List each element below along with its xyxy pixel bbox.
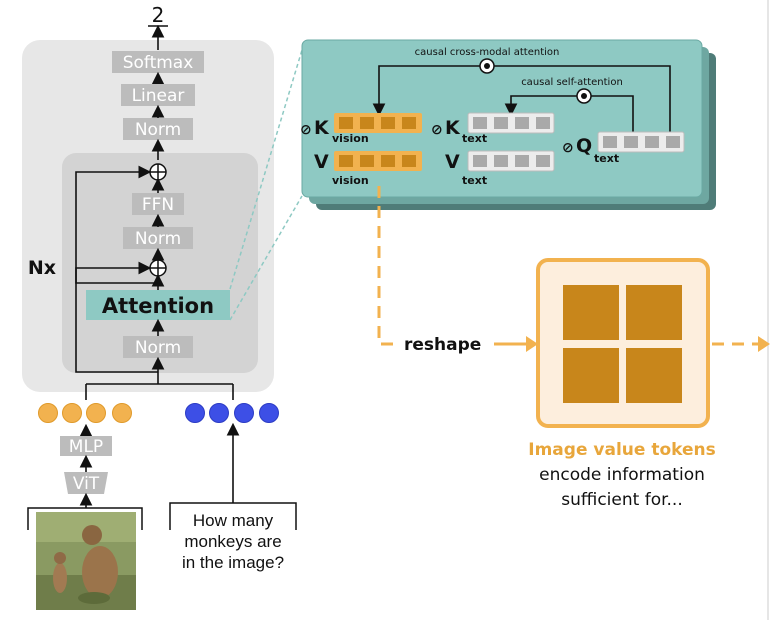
text-token xyxy=(209,403,229,423)
q-text-tokens xyxy=(597,131,685,153)
k-vision-label: K xyxy=(314,117,330,139)
k-vision-tokens xyxy=(334,113,422,133)
mlp-block xyxy=(60,436,112,456)
residual-connection-ffn xyxy=(75,165,158,284)
caption-line-2: sufficient for... xyxy=(561,490,682,510)
k-vision-sub: vision xyxy=(332,132,369,145)
self-attention-path xyxy=(504,95,634,132)
v-vision-sub: vision xyxy=(332,174,369,187)
cross-modal-attention-path xyxy=(372,65,671,132)
norm-top-label: Norm xyxy=(135,120,181,140)
q-text-sub: text xyxy=(594,152,619,165)
vision-token xyxy=(86,403,106,423)
question-line-1: How many xyxy=(193,511,274,530)
value-flow-path xyxy=(377,186,398,346)
reshape-label: reshape xyxy=(404,335,481,355)
monkey-photo xyxy=(36,512,136,610)
q-text-label: Q xyxy=(576,135,592,157)
softmax-label: Softmax xyxy=(123,53,194,73)
question-text: How many monkeys are in the image? xyxy=(182,511,284,572)
text-token xyxy=(234,403,254,423)
mlp-label: MLP xyxy=(69,437,103,457)
caption-title: Image value tokens xyxy=(528,440,715,460)
v-vision-tokens xyxy=(334,151,422,171)
vision-token xyxy=(38,403,58,423)
norm-top-block xyxy=(123,118,193,140)
output-label: 2 xyxy=(152,3,165,27)
k-text-sub: text xyxy=(462,132,487,145)
norm-bottom-label: Norm xyxy=(135,338,181,358)
image-value-token-grid xyxy=(563,285,682,403)
attention-label: Attention xyxy=(102,294,214,318)
stop-gradient-icon: ⊘ xyxy=(300,122,312,138)
caption-line-1: encode information xyxy=(539,465,705,485)
text-token xyxy=(185,403,205,423)
question-line-2: monkeys are xyxy=(184,532,281,551)
linear-block xyxy=(121,84,195,106)
softmax-block xyxy=(112,51,204,73)
stop-gradient-icon: ⊘ xyxy=(562,140,574,156)
attention-block xyxy=(86,290,230,320)
stop-gradient-icon: ⊘ xyxy=(431,122,443,138)
norm-bottom-block xyxy=(123,336,193,358)
k-text-tokens xyxy=(467,112,555,134)
vision-token-row xyxy=(38,403,132,423)
residual-connection-attention xyxy=(75,261,158,373)
ffn-label: FFN xyxy=(142,195,174,215)
text-token xyxy=(259,403,279,423)
vit-block xyxy=(64,472,108,494)
norm-mid-block xyxy=(123,227,193,249)
question-line-3: in the image? xyxy=(182,553,284,572)
vit-label: ViT xyxy=(73,474,100,494)
ffn-block xyxy=(132,193,184,215)
layer-repeat-label: Nx xyxy=(28,257,56,279)
v-text-tokens xyxy=(467,150,555,172)
norm-mid-label: Norm xyxy=(135,229,181,249)
linear-label: Linear xyxy=(132,86,185,106)
vision-token xyxy=(62,403,82,423)
v-text-label: V xyxy=(445,151,460,173)
vision-token xyxy=(112,403,132,423)
self-attention-label: causal self-attention xyxy=(521,77,623,88)
v-text-sub: text xyxy=(462,174,487,187)
cross-attention-label: causal cross-modal attention xyxy=(415,47,560,58)
k-text-label: K xyxy=(445,117,461,139)
v-vision-label: V xyxy=(314,151,329,173)
text-token-row xyxy=(185,403,279,423)
